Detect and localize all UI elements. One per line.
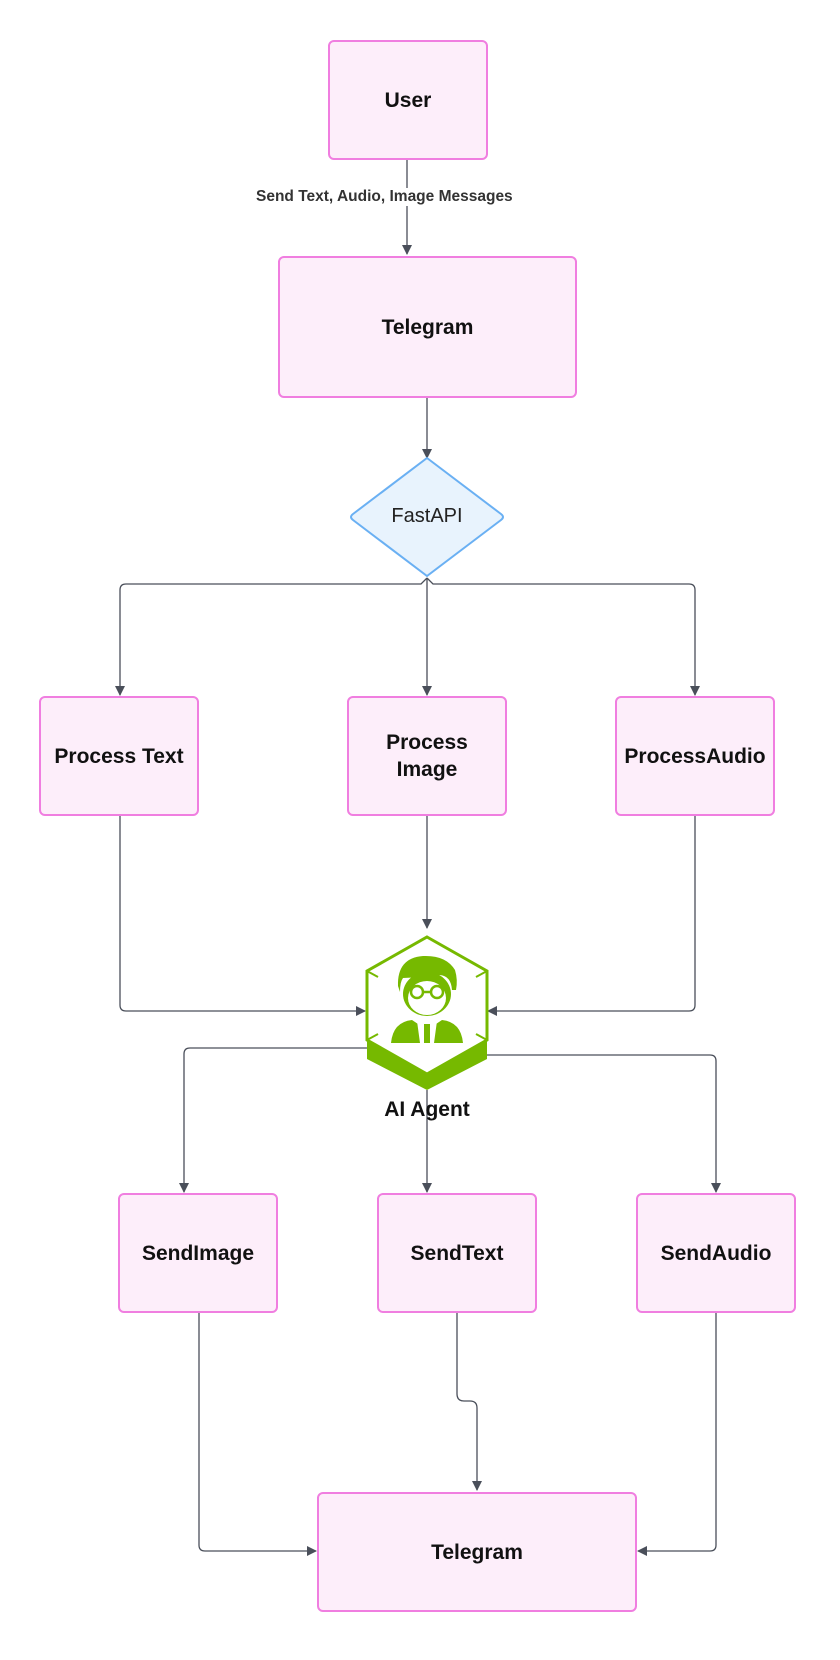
telegram-bottom-node[interactable]: Telegram (317, 1492, 637, 1612)
edge-agent-send-image (179, 1047, 370, 1193)
process-text-node[interactable]: Process Text (39, 696, 199, 816)
process-image-node[interactable]: Process Image (347, 696, 507, 816)
edge-agent-send-audio (484, 1054, 721, 1193)
edge-send-audio-telegram (637, 1313, 717, 1556)
edge-fastapi-process-audio (426, 577, 700, 696)
send-text-node[interactable]: SendText (377, 1193, 537, 1313)
edge-process-text-agent (119, 816, 366, 1016)
user-node[interactable]: User (328, 40, 488, 160)
edge-fastapi-process-text (115, 577, 428, 696)
edge-send-text-telegram (456, 1313, 482, 1491)
edge-process-audio-agent (487, 816, 696, 1016)
fastapi-decision-shape (350, 456, 504, 578)
process-audio-node[interactable]: ProcessAudio (615, 696, 775, 816)
fastapi-label: FastAPI (391, 505, 463, 527)
edge-label-send-messages: Send Text, Audio, Image Messages (254, 188, 515, 206)
edge-send-image-telegram (198, 1313, 317, 1556)
send-audio-node[interactable]: SendAudio (636, 1193, 796, 1313)
ai-agent-label: AI Agent (384, 1098, 470, 1121)
telegram-top-node[interactable]: Telegram (278, 256, 577, 398)
send-image-node[interactable]: SendImage (118, 1193, 278, 1313)
agent-avatar-hexagon-icon (365, 935, 489, 1090)
